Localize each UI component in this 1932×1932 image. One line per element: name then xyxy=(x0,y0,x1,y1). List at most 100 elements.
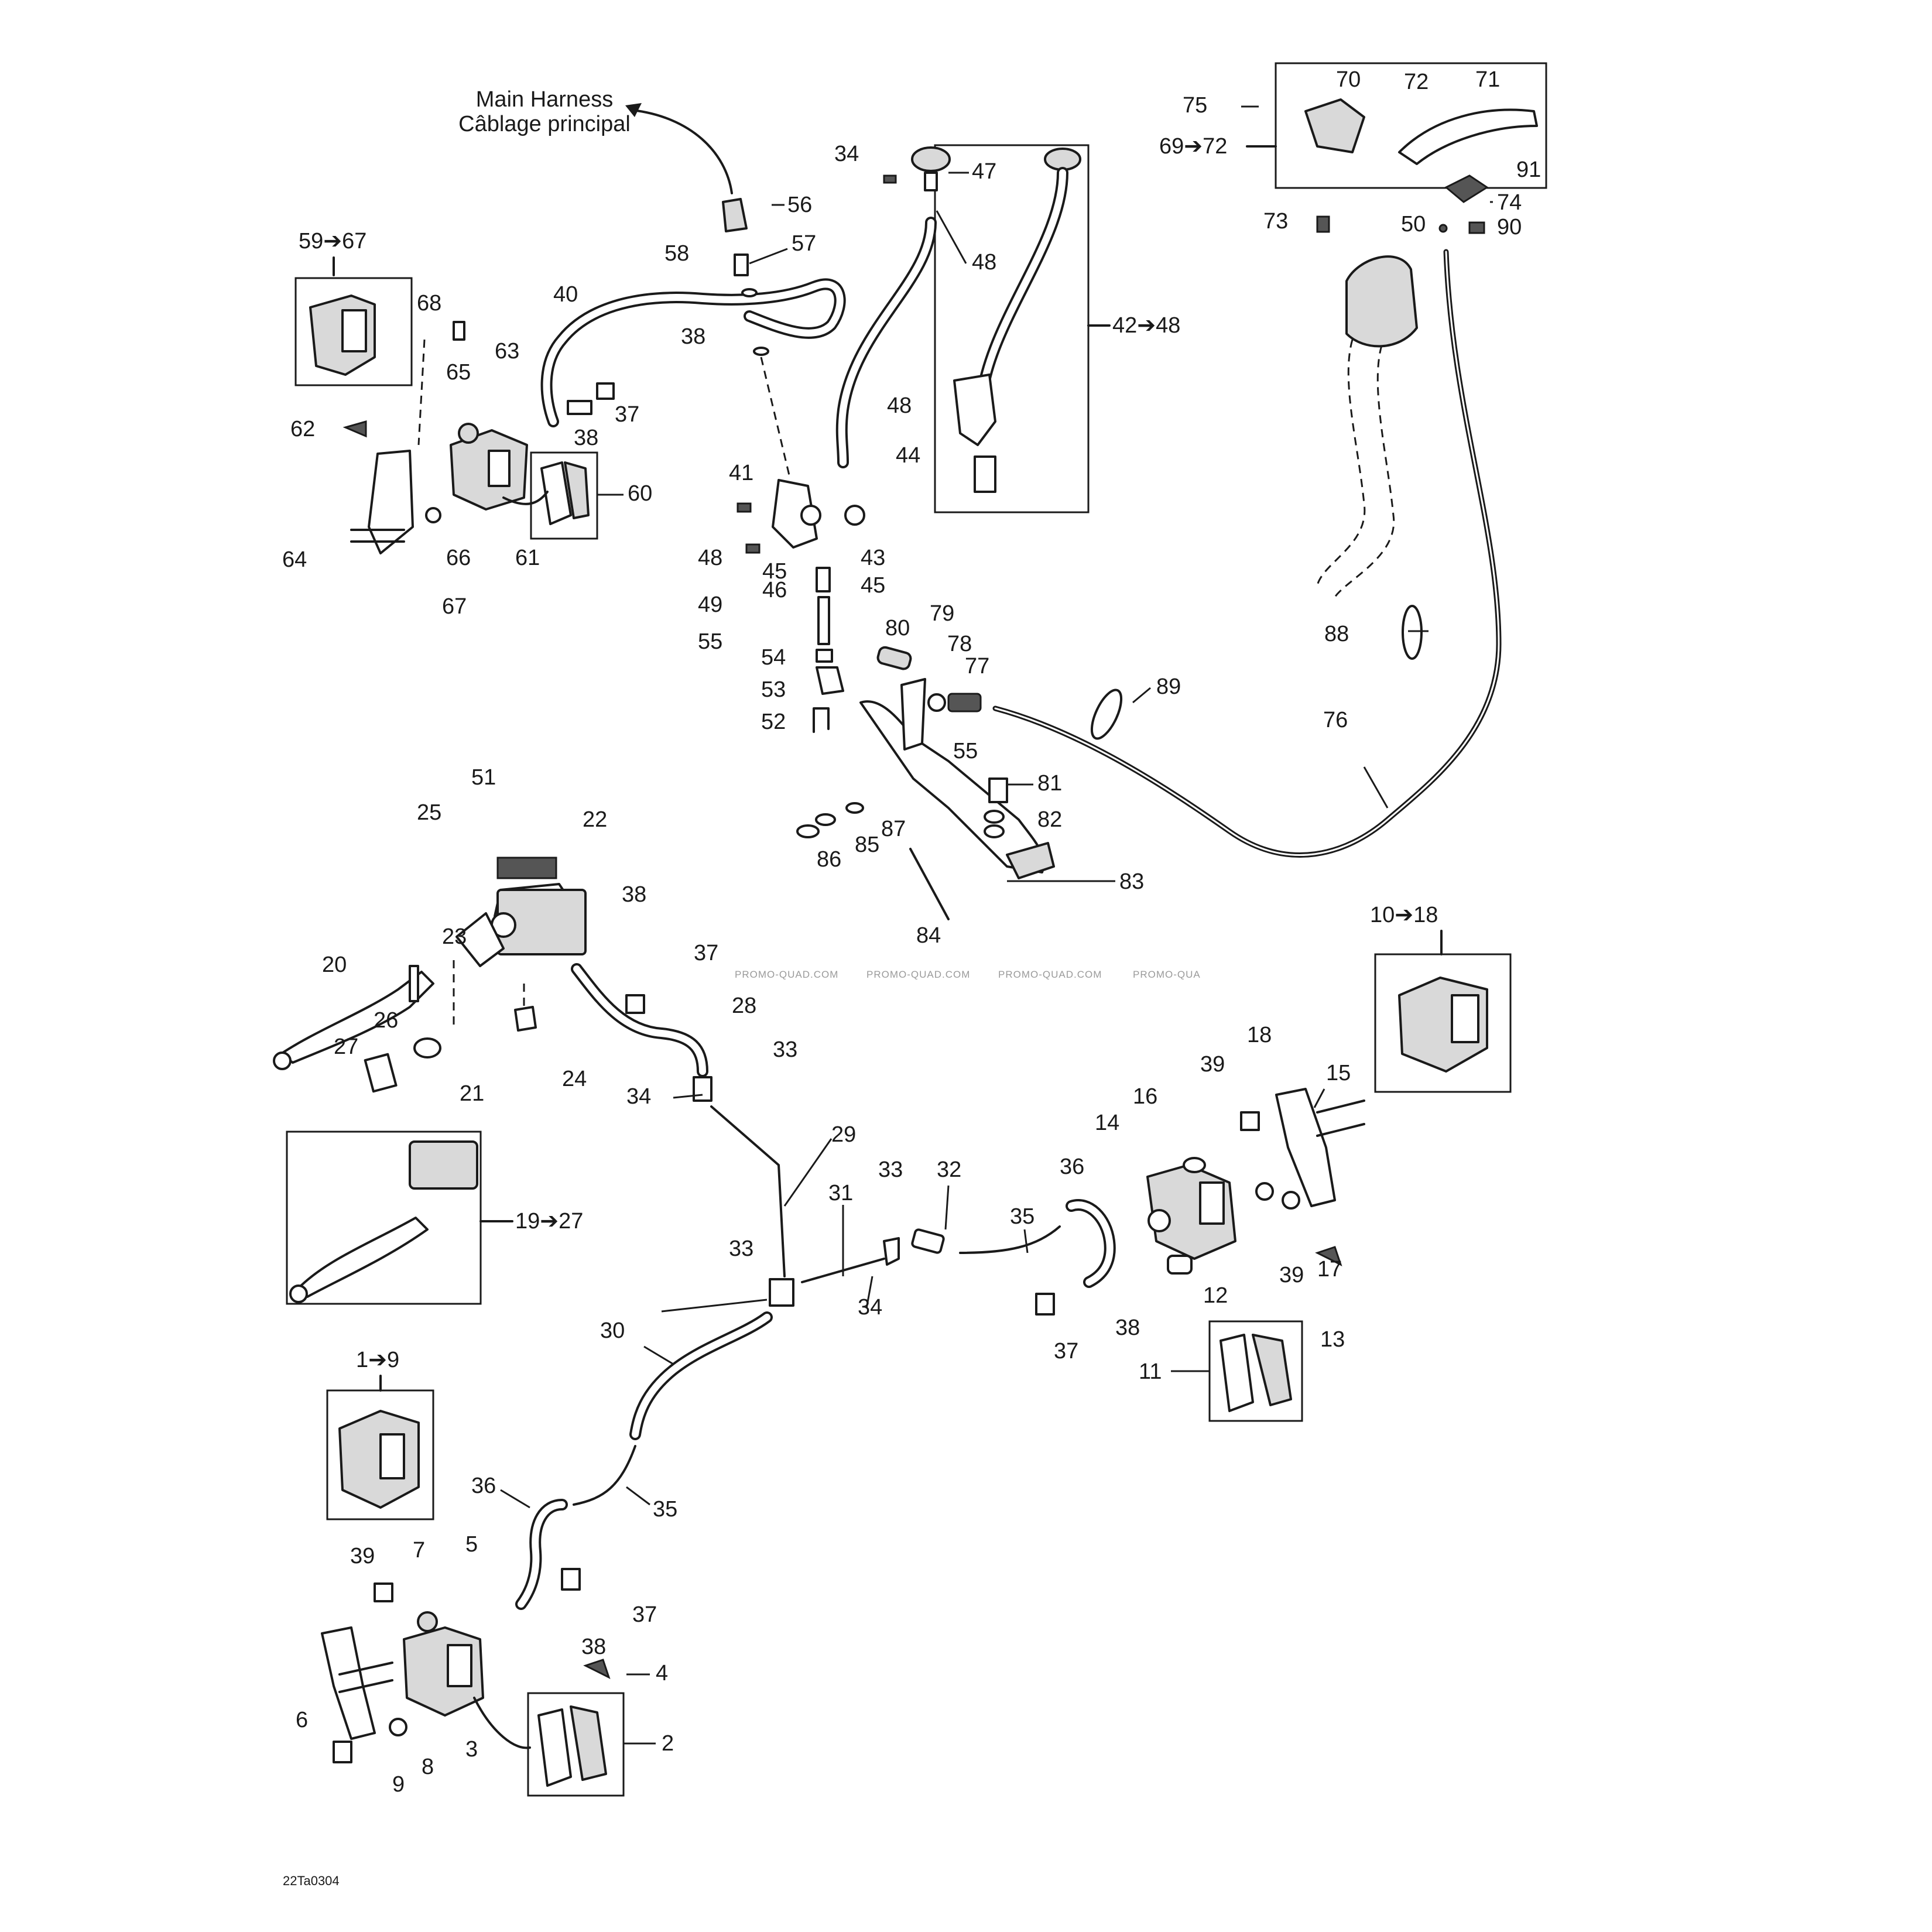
brake-pedal-group xyxy=(796,249,1502,920)
part-label-84: 84 xyxy=(916,923,941,948)
bracket-33 xyxy=(883,1237,900,1266)
part-label-58: 58 xyxy=(664,241,689,266)
part-label-22: 22 xyxy=(583,807,607,832)
bushing-17 xyxy=(1282,1191,1300,1210)
part-label-82: 82 xyxy=(1037,807,1062,832)
brake-pad-left xyxy=(1220,1334,1254,1412)
caliper-window xyxy=(1451,994,1479,1043)
bolt-23 xyxy=(409,965,419,1002)
callout-box-frame xyxy=(1275,62,1547,189)
lever-tip xyxy=(289,1284,308,1303)
part-label-37b: 37 xyxy=(694,941,718,965)
callout-box-frame xyxy=(286,1131,482,1305)
diaphragm-22 xyxy=(496,857,557,879)
bushing-39 xyxy=(1255,1182,1274,1201)
pushrod-46 xyxy=(817,596,830,645)
part-label-55a: 55 xyxy=(698,629,722,654)
lever-bracket-thumbnail xyxy=(1304,98,1365,153)
caliper-thumbnail xyxy=(338,1410,420,1509)
leader xyxy=(1363,766,1389,809)
part-label-72: 72 xyxy=(1404,70,1429,94)
callout-box-brake-pads-bottom xyxy=(527,1692,625,1797)
caliper-piston xyxy=(458,423,479,444)
part-label-38e: 38 xyxy=(581,1635,606,1659)
callout-label: 69➔72 xyxy=(1159,134,1227,159)
part-label-76: 76 xyxy=(1323,708,1348,732)
caliper-window xyxy=(1199,1181,1225,1225)
part-label-60: 60 xyxy=(628,481,652,506)
callout-label: 19➔27 xyxy=(515,1209,583,1234)
part-label-81: 81 xyxy=(1037,771,1062,796)
part-label-33c: 33 xyxy=(729,1236,753,1261)
callout-box-frame xyxy=(294,277,413,386)
leader xyxy=(643,1345,674,1365)
brake-light-switch xyxy=(722,198,748,232)
bushing xyxy=(425,507,441,523)
bolt-37 xyxy=(625,994,645,1014)
part-label-49: 49 xyxy=(698,592,722,617)
pin-6 xyxy=(338,1679,393,1693)
reservoir-47-group xyxy=(835,146,951,468)
part-label-34b: 34 xyxy=(626,1084,651,1109)
reservoir-cap-thumbnail xyxy=(1044,148,1081,171)
drawing-code: 22Ta0304 xyxy=(283,1873,340,1888)
callout-label: 10➔18 xyxy=(1370,903,1438,927)
part-label-83: 83 xyxy=(1119,869,1144,894)
part-label-37c: 37 xyxy=(1054,1339,1078,1364)
watermark: PROMO-QUAD.COM PROMO-QUAD.COM PROMO-QUAD… xyxy=(735,969,1201,980)
cable-76-inner xyxy=(994,251,1500,856)
part-45 xyxy=(816,567,831,592)
part-label-34a: 34 xyxy=(834,142,859,166)
part-label-67: 67 xyxy=(442,594,467,619)
ring-26 xyxy=(413,1037,441,1059)
brake-switch-stack xyxy=(722,198,865,733)
washer-87 xyxy=(845,802,864,814)
part-label-35a: 35 xyxy=(1010,1204,1034,1229)
part-label-55b: 55 xyxy=(953,739,978,763)
part-label-25: 25 xyxy=(417,800,441,825)
tee-33-lower xyxy=(769,1278,794,1307)
leader xyxy=(936,210,967,264)
watermark-4: PROMO-QUA xyxy=(1133,969,1201,980)
part-label-26: 26 xyxy=(374,1008,398,1033)
leader-curve xyxy=(502,491,549,505)
master-cylinder-thumbnail xyxy=(953,374,996,446)
fitting-32 xyxy=(911,1228,945,1254)
spring-77 xyxy=(947,693,982,712)
reservoir-neck xyxy=(924,172,938,191)
part-label-14: 14 xyxy=(1095,1111,1119,1135)
harness-arrow-line xyxy=(631,109,733,194)
part-label-40: 40 xyxy=(553,282,578,307)
watermark-2: PROMO-QUAD.COM xyxy=(866,969,970,980)
brake-pad-right xyxy=(570,1705,607,1781)
part-label-71: 71 xyxy=(1475,67,1500,92)
watermark-3: PROMO-QUAD.COM xyxy=(998,969,1102,980)
part-label-8: 8 xyxy=(422,1755,434,1779)
tie-88 xyxy=(1402,605,1423,660)
front-brake-lines xyxy=(515,963,1116,1610)
spring-84 xyxy=(909,848,950,920)
pedal-lever-79 xyxy=(900,678,926,751)
hose-36-right-inner xyxy=(1068,1201,1114,1286)
bolt-39 xyxy=(1240,1111,1260,1131)
part-label-78: 78 xyxy=(947,632,972,656)
part-57 xyxy=(734,254,749,276)
part-label-48b: 48 xyxy=(887,393,912,418)
bracket-9 xyxy=(321,1626,376,1740)
header-line1: Main Harness xyxy=(476,87,613,112)
part-label-43: 43 xyxy=(861,546,885,570)
part-label-32: 32 xyxy=(937,1157,961,1182)
brake-pad-right xyxy=(564,461,590,519)
leader xyxy=(749,248,788,265)
bolt-81 xyxy=(988,777,1008,803)
part-label-33b: 33 xyxy=(878,1157,903,1182)
pedal-foot-83 xyxy=(1006,842,1055,879)
clip-52 xyxy=(813,707,830,733)
part-label-66: 66 xyxy=(446,546,471,570)
bolt-41 xyxy=(737,502,752,513)
part-label-48c: 48 xyxy=(698,546,722,570)
leader xyxy=(944,1185,950,1230)
pin-15 xyxy=(1316,1123,1365,1137)
cable-76 xyxy=(992,249,1502,858)
